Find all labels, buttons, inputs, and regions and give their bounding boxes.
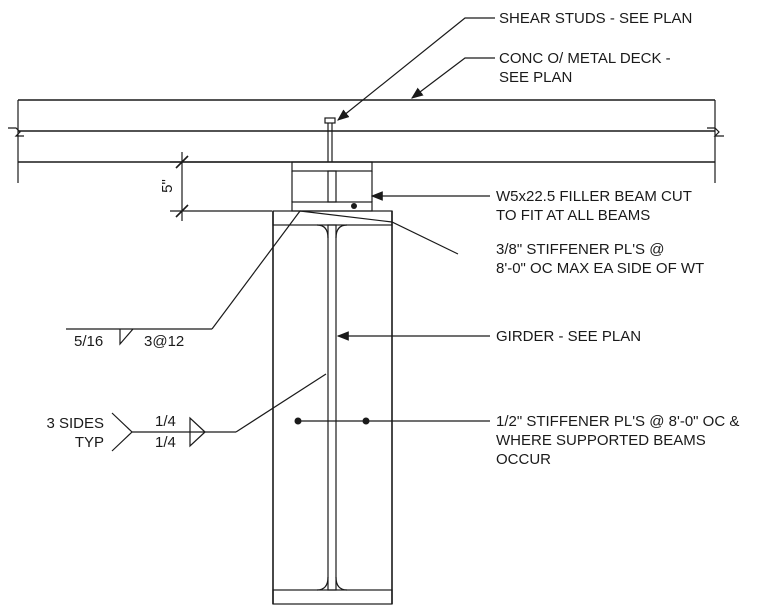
stiffener-12-label-3: OCCUR xyxy=(496,451,551,468)
weld-top-pitch: 3@12 xyxy=(144,333,184,350)
filler-beam-label-1: W5x22.5 FILLER BEAM CUT xyxy=(496,188,692,205)
weld-sides-label-1: 3 SIDES xyxy=(46,415,104,432)
shear-studs-label: SHEAR STUDS - SEE PLAN xyxy=(499,10,692,27)
stiffener-dot-left xyxy=(294,417,302,425)
weld-symbol-top xyxy=(66,210,301,346)
girder-section xyxy=(272,210,393,605)
stiffener-12-label-2: WHERE SUPPORTED BEAMS xyxy=(496,432,706,449)
conc-deck-label-1: CONC O/ METAL DECK - xyxy=(499,50,671,67)
weld-size-b: 1/4 xyxy=(155,434,176,451)
depth-dimension-label: 5" xyxy=(159,179,176,193)
weld-top-size: 5/16 xyxy=(74,333,103,350)
girder-label: GIRDER - SEE PLAN xyxy=(496,328,641,345)
stiffener-12-label-1: 1/2" STIFFENER PL'S @ 8'-0" OC & xyxy=(496,413,739,430)
conc-deck-label-2: SEE PLAN xyxy=(499,69,572,86)
leader-lines xyxy=(298,17,495,422)
weld-sides-label-2: TYP xyxy=(75,434,104,451)
depth-dimension: 5" xyxy=(159,152,290,221)
filler-beam xyxy=(291,161,373,212)
stiffener-38-label-2: 8'-0" OC MAX EA SIDE OF WT xyxy=(496,260,704,277)
stiffener-dot-right xyxy=(362,417,370,425)
filler-beam-label-2: TO FIT AT ALL BEAMS xyxy=(496,207,650,224)
weld-size-a: 1/4 xyxy=(155,413,176,430)
weld-symbol-sides xyxy=(111,373,327,452)
shear-stud xyxy=(324,117,336,162)
filler-dot xyxy=(351,203,357,209)
stiffener-38-label-1: 3/8" STIFFENER PL'S @ xyxy=(496,241,664,258)
